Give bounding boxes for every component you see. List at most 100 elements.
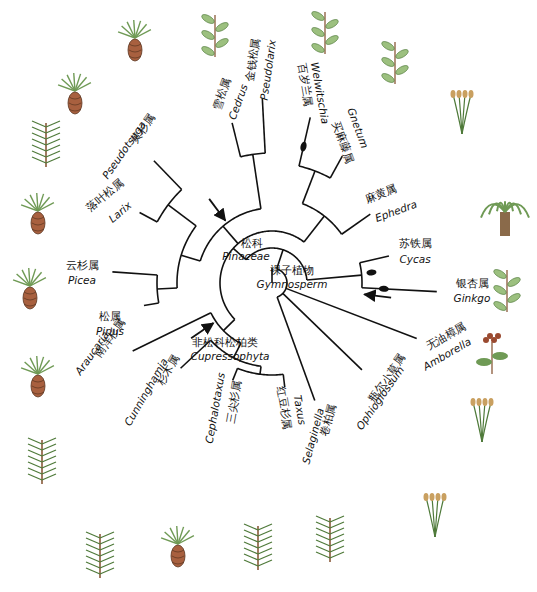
frond: [481, 204, 505, 217]
needle: [330, 528, 344, 534]
plant-drawing: [21, 356, 54, 397]
needle: [135, 24, 147, 38]
tree-branch: [140, 213, 158, 222]
cone-scale: [129, 44, 141, 46]
cone: [68, 92, 82, 114]
needle: [46, 133, 60, 139]
latin-name: Pseudotsuga: [100, 119, 147, 180]
leaflet: [469, 90, 474, 98]
needle: [42, 468, 56, 474]
plant-drawing: [32, 121, 60, 167]
needle: [25, 199, 38, 211]
event-marker: [299, 141, 307, 152]
leaflet: [463, 90, 468, 98]
needle: [244, 542, 258, 548]
needle: [258, 542, 272, 548]
needle: [30, 278, 46, 286]
plant-drawing: [13, 268, 46, 309]
cone: [23, 287, 37, 309]
event-marker: [379, 286, 389, 293]
latin-name: Cupressophyta: [191, 351, 270, 362]
plant-illustrations: [13, 10, 529, 578]
tree-branch: [241, 153, 266, 157]
leaf: [380, 40, 395, 53]
latin-name: Welwitschia: [309, 61, 330, 125]
cone: [171, 545, 185, 567]
tree-branch: [112, 272, 157, 275]
cone-scale: [32, 392, 44, 394]
needle: [32, 145, 46, 151]
tree-branch: [286, 288, 417, 338]
needle: [29, 268, 30, 286]
needle: [86, 544, 100, 550]
needle: [134, 20, 135, 38]
tree-branch: [302, 171, 315, 204]
tree-branch: [360, 263, 362, 288]
latin-name: Pinaceae: [222, 251, 269, 262]
tree-branch: [362, 288, 437, 292]
chinese-name: 非松科松柏类: [192, 337, 258, 348]
needle: [62, 79, 75, 91]
needle: [86, 550, 100, 556]
needle: [100, 532, 114, 538]
plant-drawing: [244, 524, 272, 570]
chinese-name: 红豆杉属: [275, 385, 293, 430]
leaf: [214, 21, 229, 34]
needle: [28, 438, 42, 444]
needle: [42, 438, 56, 444]
needle: [86, 562, 100, 568]
needle: [244, 524, 258, 530]
needle: [86, 568, 100, 574]
cone-scale: [69, 97, 81, 99]
leaflet: [430, 493, 435, 501]
plant-drawing: [118, 20, 151, 61]
tree-branch: [360, 256, 389, 263]
leaf: [506, 292, 521, 305]
cone-scale: [172, 562, 184, 564]
cone-scale: [172, 550, 184, 552]
needle: [38, 366, 54, 374]
leaf: [476, 358, 492, 366]
needle: [258, 536, 272, 542]
cone-scale: [172, 556, 184, 558]
tree-branch: [223, 226, 238, 243]
tree-branch: [342, 214, 371, 234]
plant-drawing: [310, 10, 339, 55]
latin-name: Ephedra: [374, 199, 419, 224]
needle: [37, 193, 38, 211]
leaflet: [477, 398, 482, 406]
latin-name: Taxus: [292, 394, 308, 425]
plant-drawing: [21, 193, 54, 234]
cone-scale: [32, 229, 44, 231]
leaf: [506, 276, 521, 289]
leaflet: [489, 398, 494, 406]
needle: [258, 530, 272, 536]
needle: [244, 530, 258, 536]
cone-scale: [32, 386, 44, 388]
needle: [100, 550, 114, 556]
needle: [75, 77, 87, 91]
needle: [28, 456, 42, 462]
needle: [74, 73, 75, 91]
chinese-name: 苏铁属: [399, 238, 432, 249]
plant-drawing: [451, 90, 474, 134]
tree-branch: [233, 368, 238, 380]
needle: [46, 145, 60, 151]
needle: [32, 151, 46, 157]
chinese-name: 三尖杉属: [225, 379, 243, 424]
tree-branch: [299, 166, 330, 178]
tree-branch: [302, 204, 341, 235]
needle: [42, 456, 56, 462]
tree-branch: [223, 319, 234, 330]
needle: [17, 274, 30, 286]
cone-scale: [24, 298, 36, 300]
tree-branch: [144, 303, 159, 306]
needle: [316, 546, 330, 552]
needle: [330, 522, 344, 528]
needle: [316, 552, 330, 558]
frond: [462, 94, 471, 134]
leaf: [394, 48, 409, 61]
leaf: [492, 300, 507, 313]
cone-scale: [69, 109, 81, 111]
needle: [100, 556, 114, 562]
